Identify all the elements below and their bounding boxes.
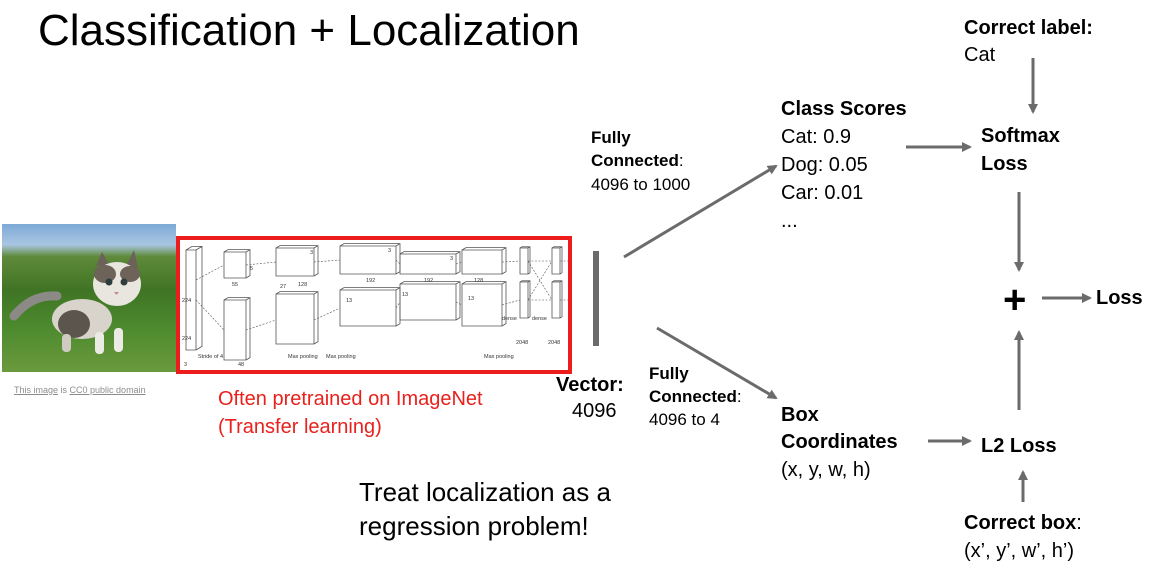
correct-box-colon: : (1076, 512, 1082, 534)
net-connection-9 (455, 301, 463, 306)
conv1-top (223, 249, 251, 279)
net-connection-6 (395, 259, 401, 265)
correct-box-value: (x’, y’, w’, h’) (964, 540, 1074, 562)
vector-size: 4096 (572, 400, 617, 422)
class-scores-title: Class Scores (781, 98, 907, 120)
conv3-top (339, 243, 401, 275)
correct-label-value: Cat (964, 44, 996, 66)
arrow-to-class-scores (623, 164, 778, 259)
conv2-bottom (275, 291, 319, 345)
net-connection-2 (245, 261, 277, 266)
vector-label: Vector: (556, 374, 624, 396)
class-score-car: Car: 0.01 (781, 182, 864, 204)
net-label-16: 27 (280, 284, 286, 290)
net-label-5: dense (532, 316, 547, 322)
class-score-ellipsis: ... (781, 210, 798, 232)
net-label-1: Max pooling (288, 354, 318, 360)
conv2-top (275, 245, 319, 277)
regression-note-line1: Treat localization as a (359, 477, 611, 507)
conv4-bottom (399, 281, 461, 321)
net-label-0: Stride of 4 (198, 354, 223, 360)
net-connection-0 (195, 264, 225, 281)
net-label-15: 2048 (548, 340, 560, 346)
class-score-dog: Dog: 0.05 (781, 154, 868, 176)
credit-link-license[interactable]: CC0 public domain (69, 385, 146, 395)
dense2-bottom (551, 280, 563, 319)
net-label-11: 192 (366, 278, 375, 284)
correct-box-label: Correct box (964, 512, 1077, 534)
alexnet-diagram: Stride of 4 Max pooling Max pooling Max poo… (182, 243, 568, 368)
image-credit: This image is CC0 public domain (14, 385, 146, 395)
l2-loss: L2 Loss (981, 435, 1057, 457)
net-label-2: Max pooling (326, 354, 356, 360)
conv5-bottom (461, 281, 507, 327)
pretrained-note-line2: (Transfer learning) (218, 416, 382, 438)
fc-top-line3: 4096 to 1000 (591, 175, 691, 194)
net-label-19: 13 (468, 296, 474, 302)
net-label-14: 2048 (516, 340, 528, 346)
regression-note-line2: regression problem! (359, 511, 589, 541)
net-label-8: 3 (184, 362, 187, 368)
fc-top-line2: Connected: (591, 149, 684, 172)
net-label-23: 3 (388, 248, 391, 254)
plus-sum: + (1003, 278, 1027, 322)
net-connection-11 (501, 299, 521, 306)
total-loss: Loss (1096, 287, 1143, 309)
net-label-3: Max pooling (484, 354, 514, 360)
net-label-7: 224 (182, 336, 191, 342)
net-connection-8 (455, 261, 463, 265)
box-coords-line3: (x, y, w, h) (781, 459, 871, 481)
class-score-cat: Cat: 0.9 (781, 126, 852, 148)
box-coords-line2: Coordinates (781, 431, 898, 453)
fc-top-connected: Connected (591, 151, 679, 170)
net-connection-4 (313, 259, 341, 263)
feature-vector-bar (593, 251, 599, 346)
net-label-9: 48 (238, 362, 244, 368)
softmax-loss-line1: Softmax (981, 125, 1060, 147)
cat-photo (2, 224, 176, 372)
slide-title: Classification + Localization (38, 6, 580, 55)
net-label-10: 128 (298, 282, 307, 288)
net-label-24: 3 (450, 256, 453, 262)
correct-label-title: Correct label: (964, 17, 1093, 39)
box-coords-line1: Box (781, 404, 819, 426)
conv1-bottom (223, 297, 251, 361)
dense1-top (519, 246, 531, 275)
conv4-top (399, 251, 461, 275)
fc-top-colon: : (678, 151, 684, 170)
credit-connector: is (58, 385, 70, 395)
arrow-to-box-coords (656, 326, 778, 400)
input-layer (185, 246, 203, 351)
net-label-20: 55 (232, 282, 238, 288)
net-connection-7 (395, 301, 401, 309)
softmax-loss-line2: Loss (981, 153, 1028, 175)
net-label-18: 13 (402, 292, 408, 298)
fc-bottom-line3: 4096 to 4 (649, 410, 720, 429)
net-connection-3 (245, 319, 277, 331)
net-connection-5 (313, 307, 341, 321)
fc-bottom-colon: : (736, 387, 742, 406)
net-label-13: 128 (474, 278, 483, 284)
correct-box-title: Correct box: (964, 509, 1082, 537)
net-connection-10 (501, 260, 521, 263)
net-label-21: 5 (250, 266, 253, 272)
net-label-22: 3 (310, 250, 313, 256)
fc-bottom-connected: Connected (649, 387, 737, 406)
fc-bottom-line1: Fully (649, 364, 689, 383)
fc-top-line1: Fully (591, 128, 631, 147)
credit-link-image[interactable]: This image (14, 385, 59, 395)
net-connection-13 (527, 260, 553, 301)
pretrained-note-line1: Often pretrained on ImageNet (218, 388, 483, 410)
cnn-architecture-box: Stride of 4 Max pooling Max pooling Max poo… (176, 236, 572, 374)
net-label-12: 192 (424, 278, 433, 284)
fc-bottom-line2: Connected: (649, 385, 742, 408)
net-label-6: 224 (182, 298, 191, 304)
dense2-top (551, 246, 563, 275)
conv5-top (461, 247, 507, 275)
dense1-bottom (519, 280, 531, 319)
net-label-17: 13 (346, 298, 352, 304)
net-label-4: dense (502, 316, 517, 322)
